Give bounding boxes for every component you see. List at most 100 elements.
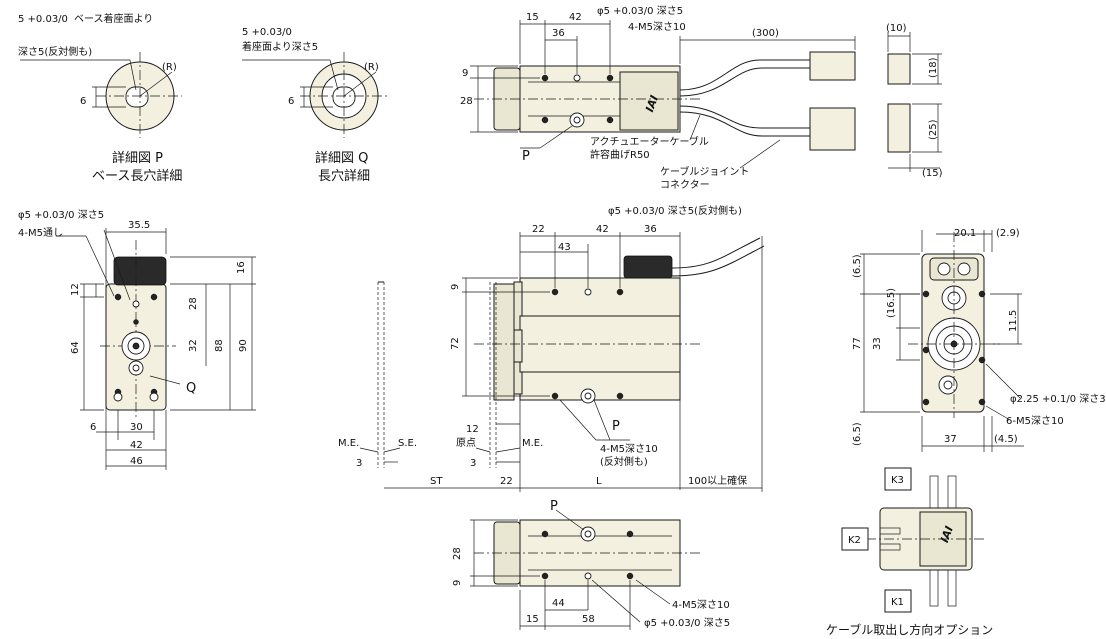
front-origin: 原点 xyxy=(456,437,476,449)
detail-q-tol: 5 +0.03/0 xyxy=(242,27,292,38)
front-m5-note-2: (反対側も) xyxy=(600,455,648,468)
top-view-logo: IAI xyxy=(643,94,661,114)
detail-p-depth-note: 深さ5(反対側も) xyxy=(18,45,92,58)
front-phi-note: φ5 +0.03/0 深さ5(反対側も) xyxy=(608,204,742,217)
k1-label: K1 xyxy=(891,597,904,608)
top-dim-36: 36 xyxy=(552,28,565,39)
left-dim-16: 16 xyxy=(236,261,247,274)
front-dim-9: 9 xyxy=(450,284,461,290)
front-dim-3a: 3 xyxy=(356,458,362,469)
front-view-cable xyxy=(671,237,761,269)
cable-options-title: ケーブル取出し方向オプション xyxy=(826,622,993,637)
top-view-cable-1 xyxy=(679,59,810,91)
left-dim-6: 6 xyxy=(90,422,96,433)
top-dim-300: (300) xyxy=(752,28,779,39)
detail-p-title: 詳細図 P xyxy=(112,150,163,166)
right-dim-37: 37 xyxy=(944,434,957,445)
left-q-label: Q xyxy=(186,381,196,396)
left-dim-46: 46 xyxy=(130,456,143,467)
right-dim-11-5: 11.5 xyxy=(1008,310,1019,332)
right-dim-20-1: 20.1 xyxy=(954,228,976,239)
connector-detail: (10) (18) (25) (15) xyxy=(886,23,943,179)
top-view-motor-cover xyxy=(619,71,679,131)
left-dim-28: 28 xyxy=(188,297,199,310)
k1-box xyxy=(884,589,912,613)
k3-label: K3 xyxy=(891,475,904,486)
top-dim-9: 9 xyxy=(462,68,468,79)
right-m5-note: 6-M5深さ10 xyxy=(1006,415,1064,427)
top-dim-42: 42 xyxy=(569,12,582,23)
top-view-connector-1 xyxy=(809,51,856,81)
detail-p-r-label: (R) xyxy=(162,62,177,73)
front-dim-36: 36 xyxy=(644,224,657,235)
left-dim-64: 64 xyxy=(70,341,81,354)
front-dim-43: 43 xyxy=(558,242,571,253)
front-p-label: P xyxy=(612,419,620,434)
cable-options-logo: IAI xyxy=(938,524,956,544)
bottom-view: P 28 9 44 15 58 4-M5深さ10 φ5 +0.03/0 深さ5 xyxy=(452,499,730,630)
top-dim-15: 15 xyxy=(526,12,539,23)
bottom-dim-44: 44 xyxy=(552,598,565,609)
top-p-label: P xyxy=(522,149,530,164)
bottom-dim-9: 9 xyxy=(452,580,463,586)
connector-plug-2 xyxy=(887,103,911,153)
bottom-dim-58: 58 xyxy=(582,614,595,625)
k3-box xyxy=(884,467,912,491)
front-me-1: M.E. xyxy=(338,438,359,449)
detail-q-dim-6: 6 xyxy=(288,96,294,107)
k2-box xyxy=(841,527,869,551)
top-conn-note-2: コネクター xyxy=(660,179,710,191)
right-dim-2-9: (2.9) xyxy=(996,228,1020,239)
connector-dim-25: (25) xyxy=(928,119,939,140)
right-phi-note: φ2.25 +0.1/0 深さ3 xyxy=(1010,393,1106,405)
top-view-cable-2 xyxy=(679,105,810,129)
right-dim-6-5b: (6.5) xyxy=(852,422,863,446)
front-dim-12: 12 xyxy=(466,424,479,435)
front-dim-22: 22 xyxy=(532,224,545,235)
top-dim-28: 28 xyxy=(460,96,473,107)
left-view: φ5 +0.03/0 深さ5 4-M5通し 35.5 16 12 28 64 3… xyxy=(18,209,256,470)
detail-p-subtitle: ベース長穴詳細 xyxy=(92,168,182,184)
top-view-connector-2 xyxy=(809,107,856,151)
left-dim-88: 88 xyxy=(214,339,225,352)
left-dim-90: 90 xyxy=(238,339,249,352)
top-conn-note-1: ケーブルジョイント xyxy=(660,165,749,178)
k2-label: K2 xyxy=(848,535,861,546)
front-dim-22b: 22 xyxy=(500,476,513,487)
connector-plug-1 xyxy=(887,53,911,85)
detail-p-tol-note: ベース着座面より xyxy=(74,12,153,25)
front-dim-42: 42 xyxy=(596,224,609,235)
bottom-dim-28: 28 xyxy=(452,547,463,560)
front-view: 22 42 36 43 φ5 +0.03/0 深さ5(反対側も) 9 72 P … xyxy=(338,204,765,492)
bottom-m5-note: 4-M5深さ10 xyxy=(672,599,730,611)
front-view-end-plate xyxy=(493,283,515,401)
left-dim-30: 30 xyxy=(130,422,143,433)
detail-p-tol: 5 +0.03/0 xyxy=(18,14,68,25)
right-dim-6-5a: (6.5) xyxy=(852,254,863,278)
connector-dim-15: (15) xyxy=(922,168,943,179)
left-dim-42: 42 xyxy=(130,440,143,451)
bottom-p-label: P xyxy=(550,499,558,514)
right-view: 20.1 (2.9) (6.5) (16.5) 77 33 11.5 (6.5)… xyxy=(852,228,1106,452)
front-st: ST xyxy=(430,476,443,487)
detail-q-r-label: (R) xyxy=(364,62,379,73)
left-dim-35-5: 35.5 xyxy=(128,220,150,231)
front-secure: 100以上確保 xyxy=(688,474,747,487)
front-l: L xyxy=(596,476,602,487)
front-me-2: M.E. xyxy=(522,438,543,449)
cable-options: IAI K3 K2 K1 ケーブル取出し方向オプション xyxy=(826,467,993,637)
left-phi-note: φ5 +0.03/0 深さ5 xyxy=(18,209,104,221)
bottom-dim-15: 15 xyxy=(526,614,539,625)
detail-q: 5 +0.03/0 着座面より深さ5 (R) 6 詳細図 Q 長穴詳細 xyxy=(242,27,388,184)
right-dim-33: 33 xyxy=(872,337,883,350)
front-dim-72: 72 xyxy=(450,337,461,350)
detail-p-slot xyxy=(125,86,149,108)
left-dim-32: 32 xyxy=(188,339,199,352)
left-dim-12: 12 xyxy=(70,283,81,296)
top-m5-note: 4-M5深さ10 xyxy=(628,21,686,33)
detail-p-dim-6: 6 xyxy=(80,96,86,107)
detail-q-depth-note: 着座面より深さ5 xyxy=(242,40,318,53)
front-dim-3b: 3 xyxy=(470,458,476,469)
detail-p: 5 +0.03/0 ベース着座面より 深さ5(反対側も) (R) 6 詳細図 P… xyxy=(18,12,182,184)
